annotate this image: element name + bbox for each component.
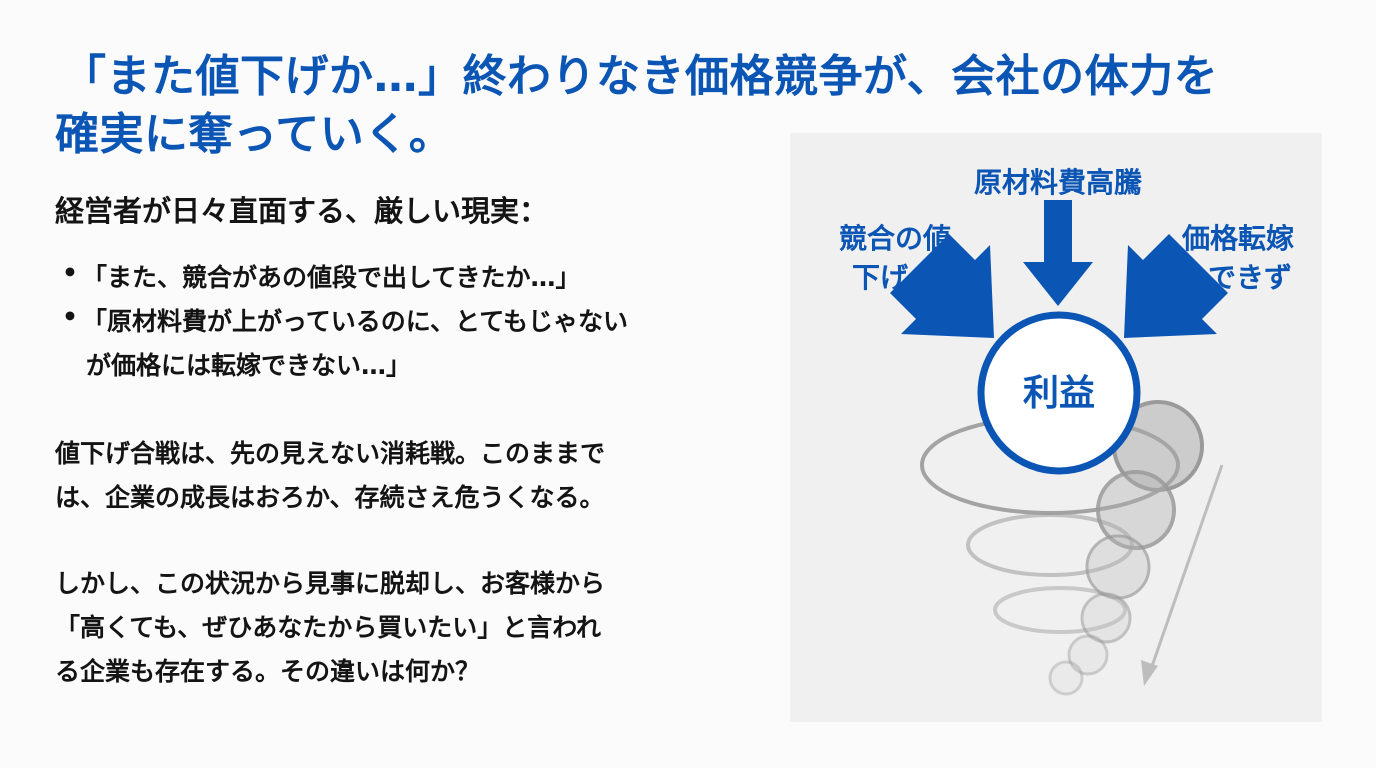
paragraph-1-line-2: は、企業の成長はおろか、存続さえ危うくなる。 [55, 483, 605, 512]
spiral-ring [966, 513, 1134, 577]
spiral-ball [1067, 634, 1109, 676]
label-no-price-pass-through-2: できず [1208, 261, 1292, 294]
spiral-ball [1085, 534, 1151, 600]
arrow-down-icon [1023, 200, 1093, 306]
label-competitor-price-cut-2: 下げ [852, 261, 909, 294]
label-raw-material-costs: 原材料費高騰 [974, 166, 1143, 199]
downward-spiral [920, 400, 1204, 696]
down-trend-arrow [1141, 464, 1224, 686]
spiral-ball [1096, 470, 1176, 550]
spiral-ball [1048, 660, 1084, 696]
profit-label: 利益 [1023, 373, 1095, 414]
bullet-1-line-1: 「また、競合があの値段で出してきたか…」 [82, 263, 581, 292]
label-no-price-pass-through-1: 価格転嫁 [1181, 222, 1294, 255]
subheading: 経営者が日々直面する、厳しい現実： [55, 194, 549, 228]
profit-circle [977, 311, 1141, 475]
paragraph-1-line-1: 値下げ合戦は、先の見えない消耗戦。このままで [55, 439, 606, 468]
bullet-marker: • [62, 302, 78, 331]
arrow-right-pressure-icon [1124, 234, 1228, 338]
bullet-2-line-2: が価格には転嫁できない…」 [86, 351, 412, 380]
title-line-1: 「また値下げか…」終わりなき価格競争が、会社の体力を [62, 51, 1219, 102]
label-competitor-price-cut-1: 競合の値 [839, 222, 951, 255]
spiral-ball [1080, 592, 1132, 644]
arrow-left-pressure-icon [890, 234, 994, 338]
bullet-marker: • [62, 258, 78, 287]
title-line-2: 確実に奪っていく。 [55, 109, 454, 160]
paragraph-2-line-1: しかし、この状況から見事に脱却し、お客様から [55, 569, 606, 598]
paragraph-2-line-2: 「高くても、ぜひあなたから買いたい」と言われ [55, 613, 602, 642]
bullet-2-line-1: 「原材料費が上がっているのに、とてもじゃない [82, 307, 629, 336]
spiral-ring [993, 586, 1127, 634]
paragraph-2-line-3: る企業も存在する。その違いは何か？ [55, 657, 481, 686]
